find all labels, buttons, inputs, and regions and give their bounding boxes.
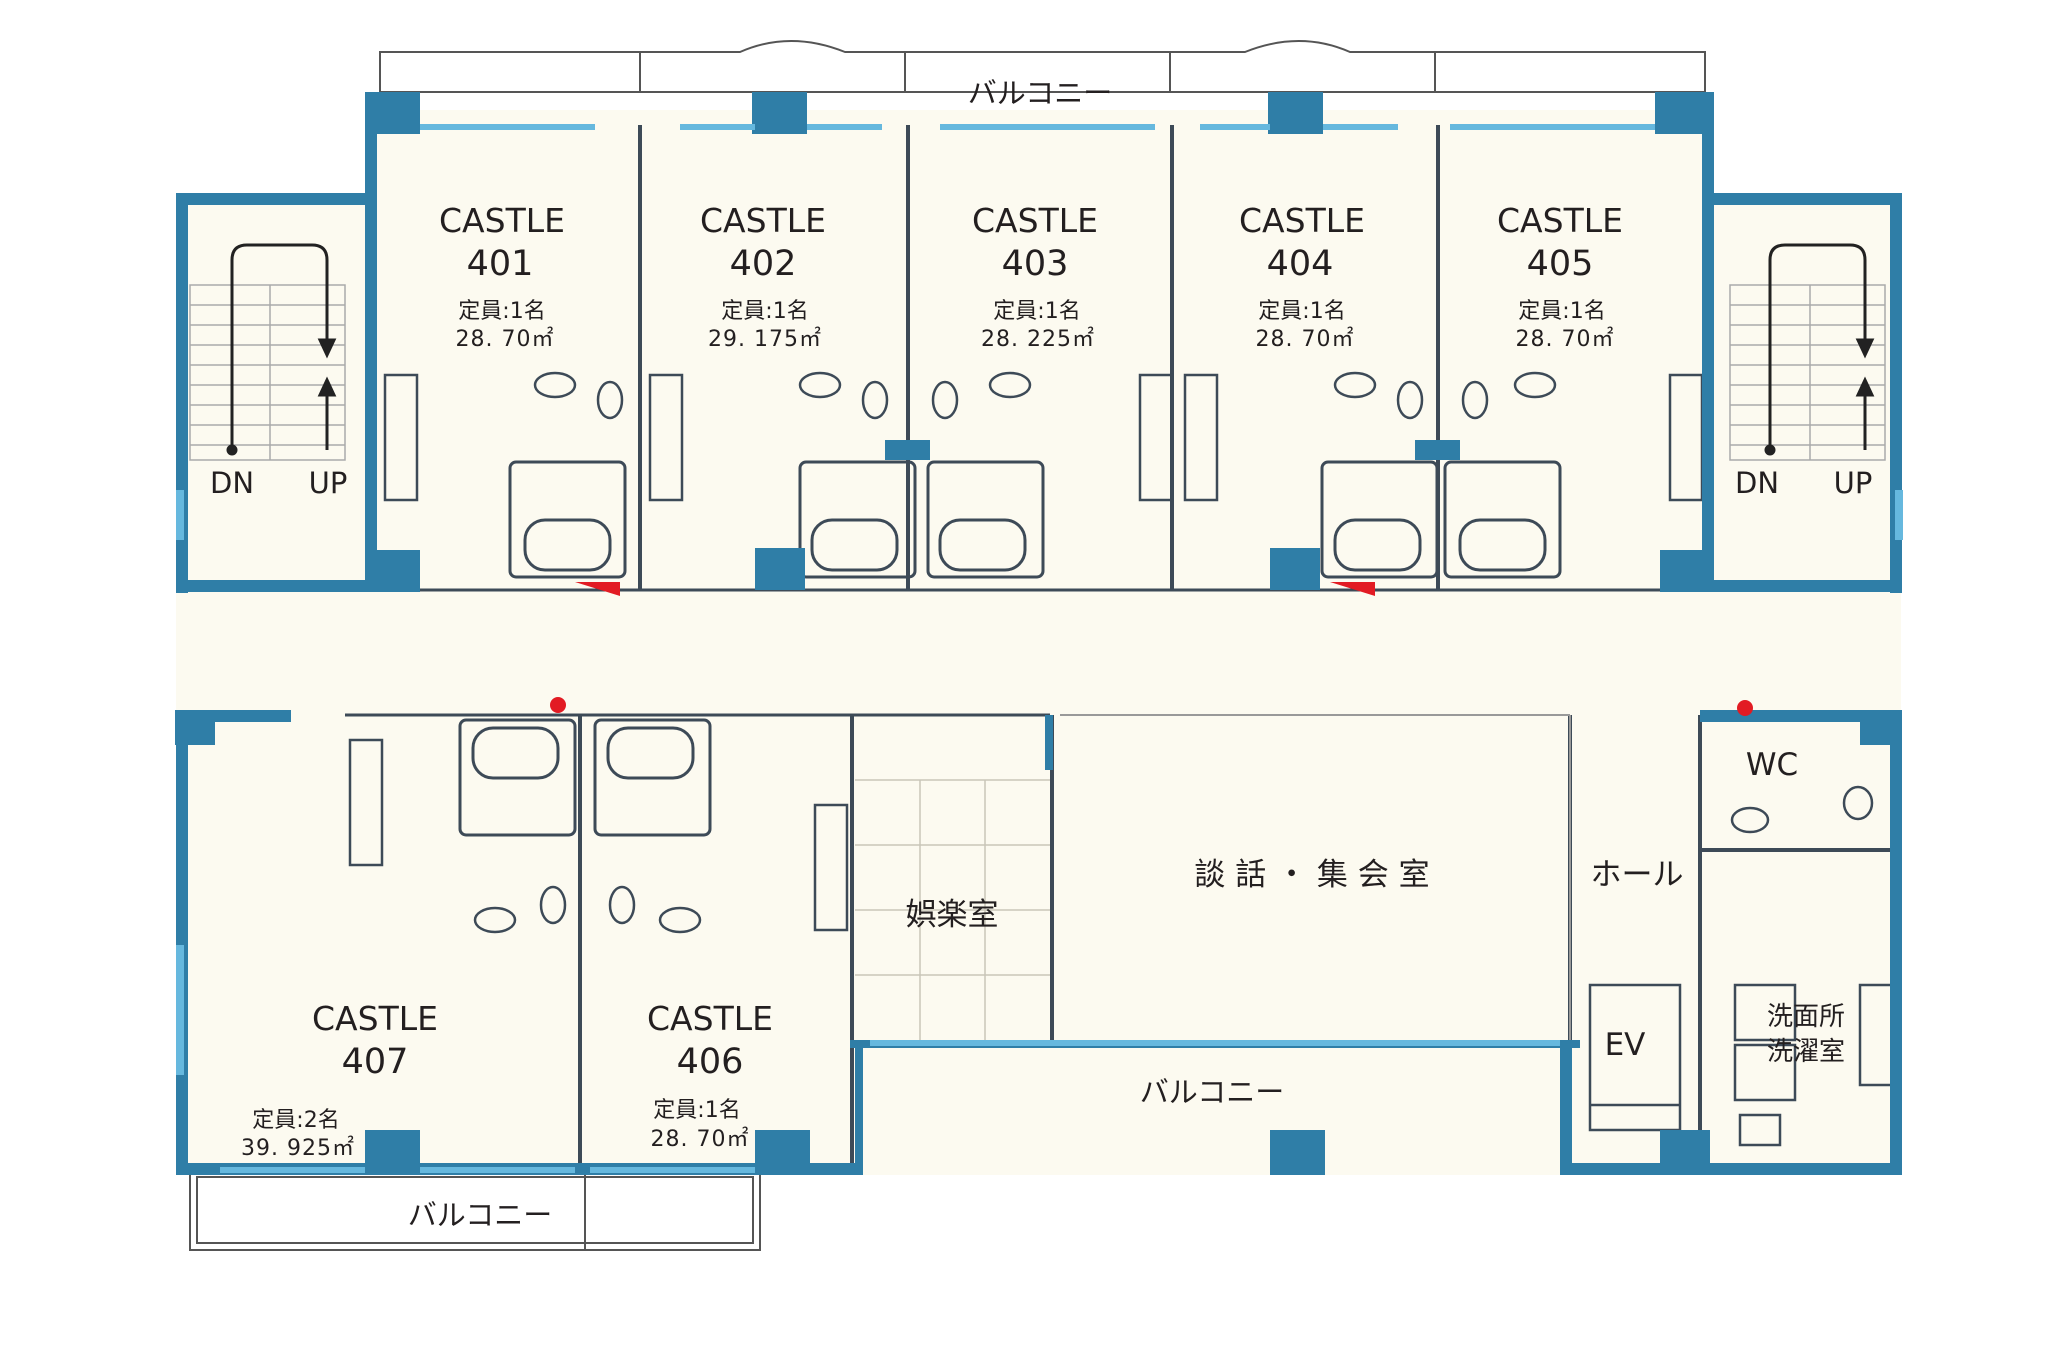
room-405[interactable]: CASTLE 405 定員:1名 28. 70㎡ bbox=[1497, 201, 1623, 352]
room-area: 28. 70㎡ bbox=[456, 326, 555, 352]
room-number: 405 bbox=[1527, 244, 1594, 284]
elevator-label: EV bbox=[1605, 1027, 1646, 1063]
lounge-label: 談 話 ・ 集 会 室 bbox=[1194, 857, 1429, 893]
partitions bbox=[345, 125, 1895, 1175]
hall-label: ホール bbox=[1591, 857, 1684, 893]
stairs-left-arrows bbox=[226, 243, 337, 456]
room-403[interactable]: CASTLE 403 定員:1名 28. 225㎡ bbox=[972, 201, 1098, 352]
room-number: 403 bbox=[1002, 244, 1069, 284]
room-name: CASTLE bbox=[972, 201, 1098, 240]
red-markers bbox=[550, 582, 1753, 716]
stairs-right-arrows bbox=[1764, 243, 1875, 456]
room-area: 28. 70㎡ bbox=[651, 1126, 750, 1152]
room-area: 28. 70㎡ bbox=[1516, 326, 1615, 352]
stairs-left-up-label: UP bbox=[309, 466, 348, 500]
room-area: 28. 70㎡ bbox=[1256, 326, 1355, 352]
stairs-right-down-label: DN bbox=[1735, 466, 1779, 500]
room-capacity: 定員:2名 bbox=[252, 1108, 339, 1133]
room-capacity: 定員:1名 bbox=[653, 1098, 740, 1123]
svg-text:バルコニー: バルコニー bbox=[1140, 1075, 1284, 1109]
balcony-label-bottom-center: バルコニー bbox=[1140, 1075, 1284, 1109]
corridor bbox=[285, 590, 1795, 710]
room-name: CASTLE bbox=[312, 999, 438, 1038]
washroom-label-line1: 洗面所 bbox=[1767, 1002, 1845, 1032]
stairs-right-up-label: UP bbox=[1834, 466, 1873, 500]
room-area: 39. 925㎡ bbox=[241, 1135, 355, 1161]
room-name: CASTLE bbox=[700, 201, 826, 240]
room-407[interactable]: CASTLE 407 定員:2名 39. 925㎡ bbox=[241, 999, 438, 1161]
room-number: 402 bbox=[730, 244, 797, 284]
balcony-label-bottom-left: バルコニー bbox=[408, 1198, 552, 1232]
window-strips bbox=[176, 124, 1903, 1173]
washroom-label-line2: 洗濯室 bbox=[1767, 1037, 1845, 1067]
kitchenettes bbox=[348, 373, 1704, 932]
recreation-floor-grid bbox=[855, 779, 1050, 1045]
room-name: CASTLE bbox=[1239, 201, 1365, 240]
room-capacity: 定員:1名 bbox=[1518, 299, 1605, 324]
room-capacity: 定員:1名 bbox=[458, 299, 545, 324]
room-name: CASTLE bbox=[647, 999, 773, 1038]
recreation-room-label: 娯楽室 bbox=[906, 897, 999, 933]
room-capacity: 定員:1名 bbox=[721, 299, 808, 324]
room-area: 29. 175㎡ bbox=[708, 326, 822, 352]
room-area: 28. 225㎡ bbox=[981, 326, 1095, 352]
wc-label: WC bbox=[1746, 747, 1798, 783]
room-406[interactable]: CASTLE 406 定員:1名 28. 70㎡ bbox=[647, 999, 773, 1152]
elevator-shaft bbox=[1588, 983, 1682, 1132]
room-401[interactable]: CASTLE 401 定員:1名 28. 70㎡ bbox=[439, 201, 565, 352]
bathtubs bbox=[458, 460, 1562, 837]
room-number: 401 bbox=[467, 244, 534, 284]
balcony-label-top: バルコニー bbox=[968, 76, 1112, 110]
room-name: CASTLE bbox=[439, 201, 565, 240]
room-402[interactable]: CASTLE 402 定員:1名 29. 175㎡ bbox=[700, 201, 826, 352]
room-number: 404 bbox=[1267, 244, 1334, 284]
columns bbox=[175, 92, 1902, 1175]
room-capacity: 定員:1名 bbox=[1258, 299, 1345, 324]
stairs-left bbox=[189, 284, 346, 461]
room-capacity: 定員:1名 bbox=[993, 299, 1080, 324]
room-404[interactable]: CASTLE 404 定員:1名 28. 70㎡ bbox=[1239, 201, 1365, 352]
room-name: CASTLE bbox=[1497, 201, 1623, 240]
room-number: 407 bbox=[342, 1042, 409, 1082]
stairs-left-down-label: DN bbox=[210, 466, 254, 500]
room-number: 406 bbox=[677, 1042, 744, 1082]
balcony-top bbox=[379, 40, 1706, 93]
svg-text:バルコニー: バルコニー bbox=[968, 76, 1112, 110]
svg-text:バルコニー: バルコニー bbox=[408, 1198, 552, 1232]
